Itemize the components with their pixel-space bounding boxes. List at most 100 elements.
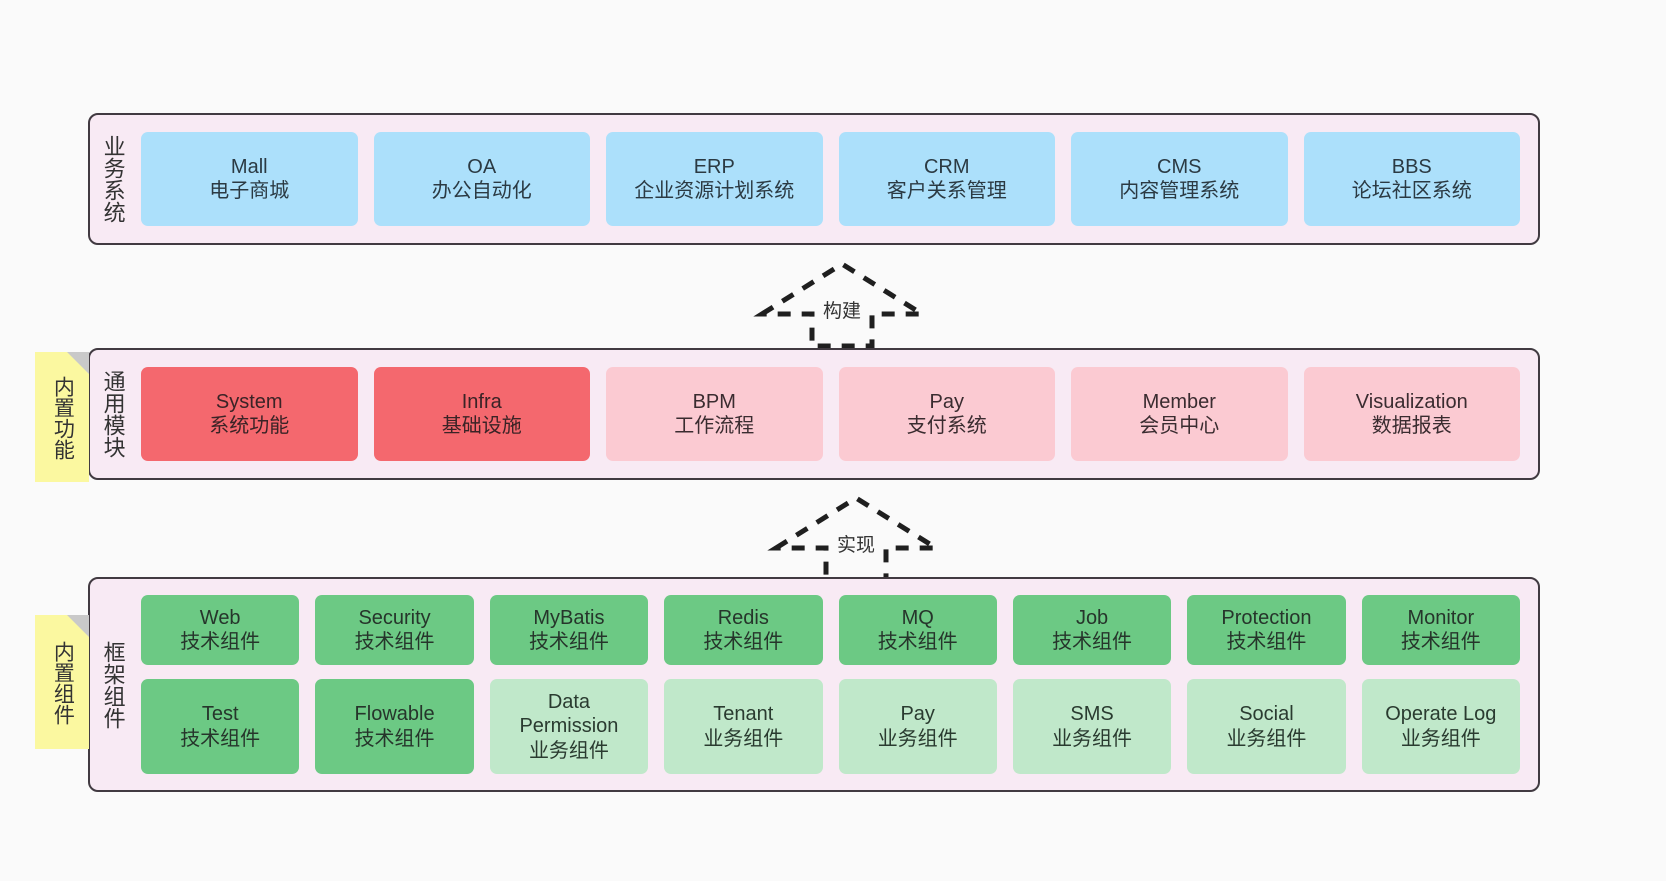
- node-label-en: Pay: [900, 703, 935, 726]
- node-cms[interactable]: CMS 内容管理系统: [1071, 132, 1288, 226]
- node-label-en: MyBatis: [533, 606, 605, 629]
- box-row: System 系统功能 Infra 基础设施 BPM 工作流程 Pay 支付系统…: [141, 367, 1520, 461]
- node-label-en: SMS: [1070, 703, 1114, 726]
- node-data-permission[interactable]: Data Permission 业务组件: [489, 679, 649, 775]
- node-label-cn: 技术组件: [1226, 631, 1307, 654]
- node-mq[interactable]: MQ 技术组件: [838, 595, 997, 666]
- node-label-cn: 技术组件: [877, 631, 958, 654]
- layer-business-systems: 业务系统 Mall 电子商城 OA 办公自动化 ERP 企业资源计划系统 CRM…: [88, 113, 1540, 245]
- node-label-en: MQ: [901, 606, 934, 629]
- node-label-en: Security: [358, 606, 431, 629]
- node-label-en: Redis: [717, 606, 769, 629]
- layer-common-modules: 通用模块 System 系统功能 Infra 基础设施 BPM 工作流程 Pay…: [88, 348, 1540, 480]
- node-label-en: CMS: [1157, 155, 1202, 178]
- node-label-cn: 会员中心: [1139, 415, 1220, 437]
- node-monitor[interactable]: Monitor 技术组件: [1361, 595, 1520, 666]
- arrow-build-label: 构建: [822, 301, 862, 322]
- node-infra[interactable]: Infra 基础设施: [373, 367, 590, 461]
- node-pay-component[interactable]: Pay 业务组件: [838, 679, 997, 775]
- node-label-cn: 系统功能: [209, 415, 290, 437]
- node-label-en: BPM: [692, 390, 736, 413]
- node-system[interactable]: System 系统功能: [141, 367, 358, 461]
- layer-business-boxes: Mall 电子商城 OA 办公自动化 ERP 企业资源计划系统 CRM 客户关系…: [136, 115, 1538, 243]
- node-redis[interactable]: Redis 技术组件: [664, 595, 823, 666]
- node-label-en: ERP: [693, 155, 735, 178]
- node-label-en: OA: [467, 155, 497, 178]
- layer-framework-components: 框架组件 Web 技术组件 Security 技术组件 MyBatis 技术组件…: [88, 577, 1540, 792]
- box-row: Test 技术组件 Flowable 技术组件 Data Permission …: [141, 679, 1520, 775]
- node-label-cn: 业务组件: [1400, 727, 1481, 750]
- node-label-en: Job: [1075, 606, 1109, 629]
- node-label-en: Pay: [929, 390, 964, 413]
- layer-title-framework-components: 框架组件: [100, 640, 126, 729]
- node-oa[interactable]: OA 办公自动化: [373, 132, 590, 226]
- node-label-cn: 办公自动化: [431, 180, 532, 202]
- node-visualization[interactable]: Visualization 数据报表: [1303, 367, 1520, 461]
- node-web[interactable]: Web 技术组件: [141, 595, 300, 666]
- node-label-cn: 技术组件: [1052, 631, 1133, 654]
- node-flowable[interactable]: Flowable 技术组件: [315, 679, 474, 775]
- box-row: Mall 电子商城 OA 办公自动化 ERP 企业资源计划系统 CRM 客户关系…: [141, 132, 1520, 226]
- node-label-en: Visualization: [1355, 390, 1468, 413]
- node-label-cn: 技术组件: [180, 631, 261, 654]
- node-label-en: Web: [199, 606, 241, 629]
- node-crm[interactable]: CRM 客户关系管理: [838, 132, 1055, 226]
- node-label-cn: 论坛社区系统: [1351, 180, 1472, 202]
- node-label-en: Infra: [461, 390, 502, 413]
- node-label-cn: 支付系统: [906, 415, 987, 437]
- box-row: Web 技术组件 Security 技术组件 MyBatis 技术组件 Redi…: [141, 595, 1520, 666]
- node-protection[interactable]: Protection 技术组件: [1187, 595, 1346, 666]
- node-job[interactable]: Job 技术组件: [1012, 595, 1172, 666]
- node-label-cn: 业务组件: [528, 739, 609, 762]
- node-member[interactable]: Member 会员中心: [1071, 367, 1288, 461]
- note-builtin-features: 内置功能: [35, 352, 89, 482]
- node-label-cn: 工作流程: [674, 415, 755, 437]
- node-operate-log[interactable]: Operate Log 业务组件: [1361, 679, 1520, 775]
- node-label-cn: 业务组件: [703, 727, 784, 750]
- node-bpm[interactable]: BPM 工作流程: [606, 367, 823, 461]
- node-label-cn: 业务组件: [877, 727, 958, 750]
- node-label-en: Protection: [1221, 606, 1312, 629]
- node-social[interactable]: Social 业务组件: [1187, 679, 1346, 775]
- node-label-en: System: [215, 390, 283, 413]
- layer-framework-boxes: Web 技术组件 Security 技术组件 MyBatis 技术组件 Redi…: [136, 579, 1538, 790]
- layer-title-business-systems: 业务系统: [100, 135, 126, 223]
- node-security[interactable]: Security 技术组件: [315, 595, 474, 666]
- node-mybatis[interactable]: MyBatis 技术组件: [489, 595, 649, 666]
- node-pay-module[interactable]: Pay 支付系统: [838, 367, 1055, 461]
- node-tenant[interactable]: Tenant 业务组件: [664, 679, 823, 775]
- node-label-en: Operate Log: [1385, 703, 1497, 726]
- node-label-cn: 客户关系管理: [886, 180, 1007, 202]
- node-label-en: Tenant: [713, 703, 774, 726]
- layer-title-common-modules: 通用模块: [100, 370, 126, 458]
- arrow-implement-label: 实现: [836, 535, 876, 556]
- node-label-en: CRM: [923, 155, 970, 178]
- node-label-en: Flowable: [354, 703, 435, 726]
- node-test[interactable]: Test 技术组件: [141, 679, 300, 775]
- node-label-en: Test: [201, 703, 239, 726]
- node-label-en: Data Permission: [519, 691, 619, 738]
- node-label-en: BBS: [1391, 155, 1432, 178]
- arrow-build: 构建: [753, 258, 931, 349]
- node-label-cn: 技术组件: [354, 631, 435, 654]
- node-label-cn: 技术组件: [180, 727, 261, 750]
- node-label-cn: 基础设施: [441, 415, 522, 437]
- note-builtin-components: 内置组件: [35, 615, 89, 749]
- node-label-cn: 业务组件: [1226, 727, 1307, 750]
- node-label-cn: 技术组件: [703, 631, 784, 654]
- layer-common-boxes: System 系统功能 Infra 基础设施 BPM 工作流程 Pay 支付系统…: [136, 350, 1538, 478]
- node-label-cn: 内容管理系统: [1119, 180, 1240, 202]
- node-label-cn: 技术组件: [528, 631, 609, 654]
- node-label-en: Monitor: [1407, 606, 1475, 629]
- node-label-cn: 技术组件: [1400, 631, 1481, 654]
- node-label-cn: 电子商城: [209, 180, 290, 202]
- node-bbs[interactable]: BBS 论坛社区系统: [1303, 132, 1520, 226]
- node-label-cn: 业务组件: [1052, 727, 1133, 750]
- node-label-en: Member: [1142, 390, 1216, 413]
- node-label-en: Social: [1239, 703, 1294, 726]
- node-sms[interactable]: SMS 业务组件: [1012, 679, 1172, 775]
- arrow-implement: 实现: [767, 492, 945, 583]
- node-erp[interactable]: ERP 企业资源计划系统: [606, 132, 823, 226]
- node-mall[interactable]: Mall 电子商城: [141, 132, 358, 226]
